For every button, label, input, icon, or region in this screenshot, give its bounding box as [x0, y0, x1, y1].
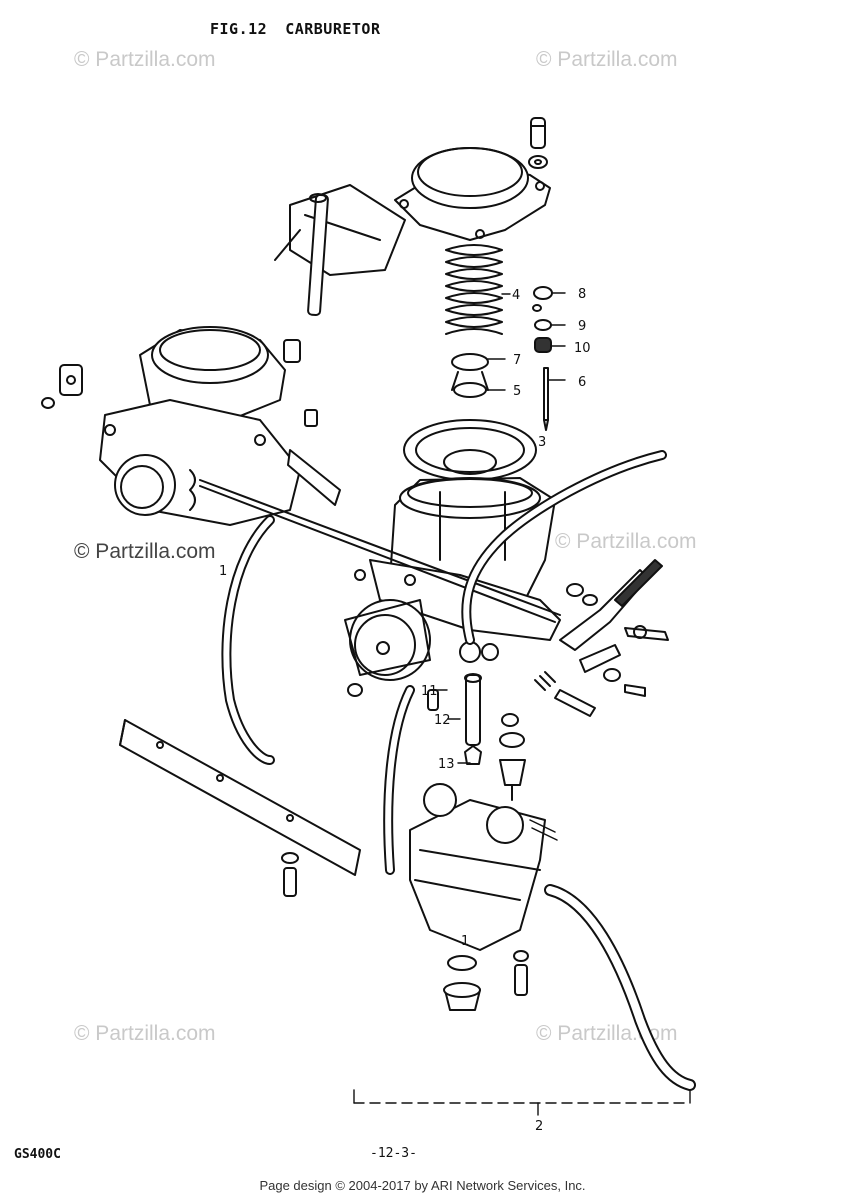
figure-title: FIG.12 CARBURETOR — [210, 20, 381, 38]
spring — [445, 244, 503, 335]
mounting-bracket — [119, 719, 361, 897]
needle-clip-parts — [532, 286, 553, 431]
float-bowl-assembly — [409, 673, 558, 1011]
watermark-bottom-left: © Partzilla.com — [74, 1022, 216, 1045]
figure-number: FIG.12 — [210, 20, 268, 38]
figure-name: CARBURETOR — [285, 20, 381, 38]
callout-7: 7 — [513, 353, 521, 368]
model-label: GS400C — [14, 1147, 61, 1162]
left-carburetor — [99, 326, 301, 526]
callout-8: 8 — [578, 287, 586, 302]
watermark-top-right: © Partzilla.com — [536, 48, 678, 71]
callout-1-left: 1 — [219, 564, 227, 579]
callout-11: 11 — [421, 684, 438, 699]
watermark-mid-right: © Partzilla.com — [555, 530, 697, 553]
retainer-and-seat — [451, 353, 489, 398]
callout-10: 10 — [574, 341, 591, 356]
callout-1-bowl: 1 — [461, 934, 469, 949]
callout-9: 9 — [578, 319, 586, 334]
top-screw — [528, 117, 548, 169]
callout-13: 13 — [438, 757, 455, 772]
watermark-top-left: © Partzilla.com — [74, 48, 216, 71]
callout-12: 12 — [434, 713, 451, 728]
top-cap — [394, 147, 551, 241]
page-number: -12-3- — [370, 1146, 417, 1161]
diaphragm — [403, 419, 537, 481]
footer-credit: Page design © 2004-2017 by ARI Network S… — [259, 1178, 586, 1193]
callout-2: 2 — [535, 1119, 543, 1134]
callout-6: 6 — [578, 375, 586, 390]
fuel-hoses — [221, 450, 696, 1091]
callout-5: 5 — [513, 384, 521, 399]
right-carburetor-body — [344, 477, 561, 681]
callout-numbers: 8 9 10 6 4 7 5 3 11 12 13 2 1 1 — [219, 287, 591, 1134]
callout-4: 4 — [512, 288, 520, 303]
watermark-mid-left: © Partzilla.com — [74, 540, 216, 563]
throttle-linkage — [199, 479, 669, 717]
left-side-fittings — [41, 184, 406, 506]
callout-3: 3 — [538, 435, 546, 450]
